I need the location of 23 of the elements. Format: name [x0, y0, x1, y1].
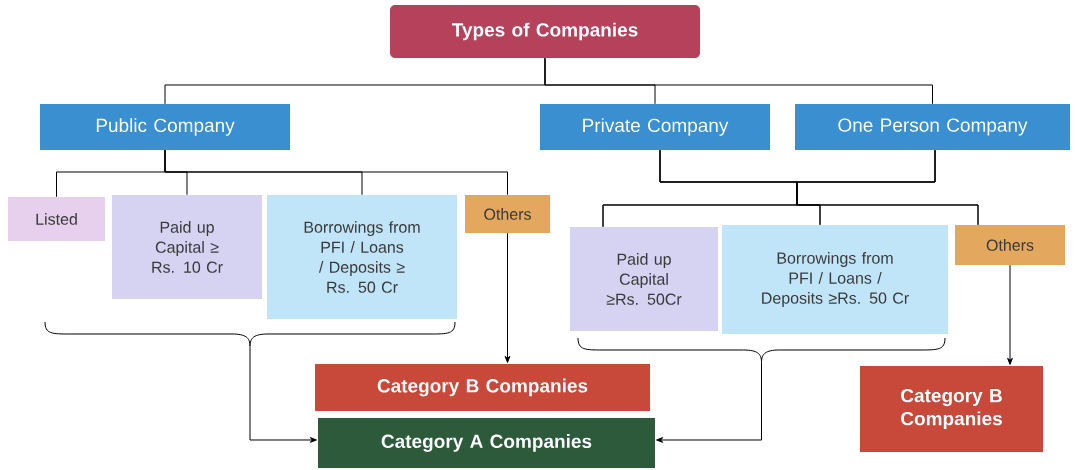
criteria-box: Borrowings from PFI / Loans / Deposits ≥ Rs. 50 Cr	[267, 195, 457, 319]
result-box: Category B Companies	[315, 364, 650, 411]
criteria-box: Paid up Capital ≥Rs. 50Cr	[570, 227, 718, 331]
curly-brace	[577, 337, 946, 363]
connector	[1007, 264, 1013, 365]
connector	[504, 232, 511, 363]
connector	[164, 149, 508, 196]
title-box: Types of Companies	[390, 5, 700, 58]
result-box: Category B Companies	[860, 366, 1043, 452]
curly-brace	[44, 321, 456, 347]
category-box: One Person Company	[795, 104, 1070, 150]
connector	[796, 149, 979, 226]
category-box: Public Company	[40, 104, 290, 150]
criteria-box: Others	[955, 225, 1065, 265]
category-box: Private Company	[540, 104, 770, 150]
criteria-box: Paid up Capital ≥ Rs. 10 Cr	[112, 195, 262, 299]
criteria-box: Borrowings from PFI / Loans / Deposits ≥Rs. 50 Cr	[722, 225, 948, 334]
connector	[544, 57, 933, 105]
result-box: Category A Companies	[318, 418, 655, 468]
criteria-box: Others	[465, 195, 550, 233]
connector	[249, 345, 317, 443]
criteria-box: Listed	[8, 197, 105, 241]
connector	[656, 361, 762, 443]
